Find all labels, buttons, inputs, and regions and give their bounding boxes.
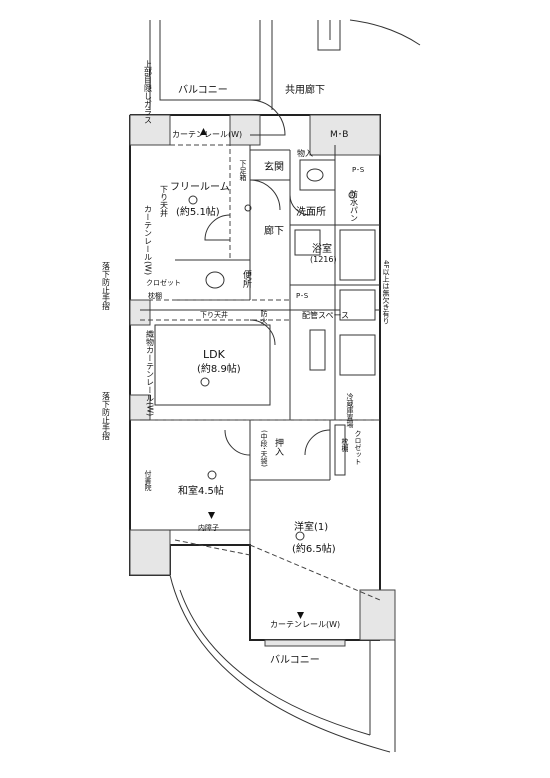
- label-piping-space: 配管スペース: [302, 310, 349, 320]
- label-oshiire: 押入: [273, 437, 284, 456]
- label-upper-floor-glass: 上部目隠しガラス: [144, 60, 153, 124]
- label-closet-right: クロゼット: [354, 430, 362, 465]
- top-balcony: [149, 19, 421, 110]
- label-oshiire-sub: (中段･天袋): [260, 430, 268, 467]
- label-curtain-rail-left: カーテンレール(W): [144, 205, 153, 275]
- label-washroom: 洗面所: [296, 206, 326, 218]
- label-inner-shoji: 内障子: [198, 523, 219, 532]
- label-fall-prevention-2: 落下防止手摺: [102, 391, 111, 441]
- label-ps2: P･S: [296, 292, 309, 300]
- label-bath-size: (1216): [310, 255, 337, 264]
- label-lowered-ceiling-mid: 下り天井: [200, 310, 228, 319]
- label-ldk: LDK: [203, 348, 226, 361]
- label-free-room: フリールーム: [170, 181, 230, 193]
- bottom-balcony: [169, 574, 396, 753]
- label-corridor: 廊下: [264, 224, 284, 237]
- label-entrance: 玄関: [264, 160, 284, 173]
- label-shoe-box: 下足箱: [239, 160, 247, 182]
- label-shelf-left: 枕棚: [148, 291, 162, 300]
- label-common-corridor: 共用廊下: [285, 83, 325, 96]
- label-bathroom: 浴室: [312, 242, 332, 255]
- label-floor-note: 4F以上は無欠き有り: [382, 260, 390, 325]
- label-woven-curtain: 織物カーテンレール(W): [146, 329, 155, 416]
- label-storage: 物入: [297, 148, 313, 158]
- label-washitsu: 和室4.5帖: [178, 484, 224, 497]
- label-balcony-bottom: バルコニー: [270, 654, 320, 666]
- label-youshitsu-size: (約6.5帖): [292, 542, 336, 555]
- label-curtain-rail-top: カーテンレール(W): [172, 130, 242, 139]
- label-tsukeshoin: 付書院: [144, 469, 152, 492]
- label-waterproof-pan: 防水パン: [350, 189, 359, 222]
- light-icons: [188, 191, 356, 541]
- label-lowered-ceiling-left: 下り天井: [160, 185, 169, 218]
- doors: [204, 99, 331, 456]
- label-fireproof-left: 防火: [260, 309, 268, 324]
- label-toilet: 便所: [241, 269, 252, 289]
- fixtures: [205, 159, 376, 476]
- outer-walls: [129, 114, 396, 641]
- label-balcony-top: バルコニー: [178, 84, 228, 96]
- label-closet-small: クロゼット: [146, 278, 181, 287]
- label-free-room-size: (約5.1帖): [176, 205, 220, 218]
- label-fridge-space: 冷蔵庫置場: [346, 392, 354, 429]
- label-ldk-size: (約8.9帖): [197, 362, 241, 375]
- arrow-markers: [200, 128, 304, 619]
- label-mb: M･B: [330, 130, 348, 140]
- label-youshitsu: 洋室(1): [294, 520, 328, 533]
- label-fall-prevention-1: 落下防止手摺: [102, 261, 111, 311]
- label-shelf-right: 枕棚: [341, 437, 349, 453]
- label-ps1: P･S: [352, 166, 365, 174]
- label-curtain-rail-bottom: カーテンレール(W): [270, 620, 340, 629]
